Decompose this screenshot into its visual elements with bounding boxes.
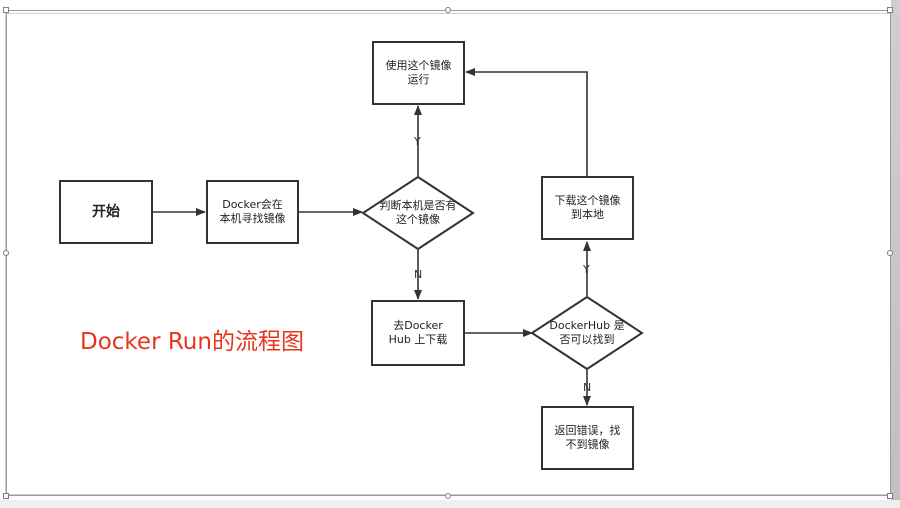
node-error[interactable]: 返回错误，找 不到镜像 (541, 406, 634, 470)
window-bottom-edge (0, 500, 900, 508)
window-edge (891, 0, 900, 508)
edge-label-check-no: N (414, 268, 423, 281)
resize-handle-bottom-right[interactable] (887, 493, 893, 499)
node-download[interactable]: 下载这个镜像 到本地 (541, 176, 634, 240)
edge-label-check-yes: Y (414, 135, 421, 148)
node-find-local[interactable]: Docker会在 本机寻找镜像 (206, 180, 299, 244)
node-start[interactable]: 开始 (59, 180, 153, 244)
edge-download-to-run (465, 68, 588, 178)
resize-handle-top-left[interactable] (3, 7, 9, 13)
node-run-image[interactable]: 使用这个镜像 运行 (372, 41, 465, 105)
diagram-title: Docker Run的流程图 (80, 329, 304, 355)
edge-label-hub-yes: Y (583, 263, 590, 276)
node-goto-hub[interactable]: 去Docker Hub 上下载 (371, 300, 465, 366)
resize-handle-top[interactable] (445, 7, 451, 13)
resize-handle-left[interactable] (3, 250, 9, 256)
decision-check-local-label[interactable]: 判断本机是否有 这个镜像 (379, 199, 457, 226)
decision-hub-found-label[interactable]: DockerHub 是 否可以找到 (549, 319, 625, 346)
resize-handle-bottom[interactable] (445, 493, 451, 499)
decision-hub-found (530, 295, 644, 371)
resize-handle-bottom-left[interactable] (3, 493, 9, 499)
resize-handle-top-right[interactable] (887, 7, 893, 13)
edge-label-hub-no: N (583, 381, 592, 394)
resize-handle-right[interactable] (887, 250, 893, 256)
decision-check-local (361, 175, 475, 251)
